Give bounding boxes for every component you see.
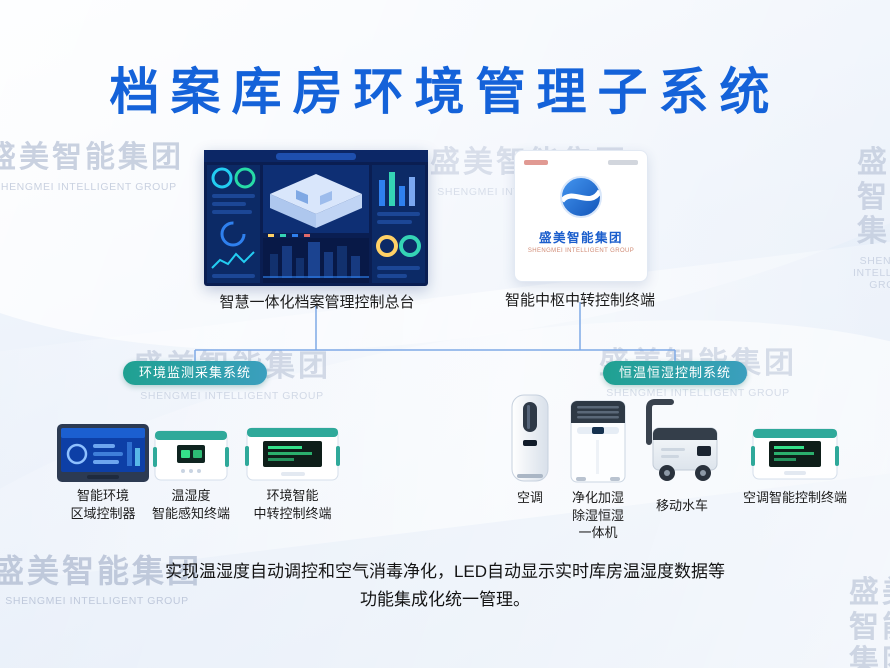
device-air-conditioner xyxy=(511,394,549,487)
device-zone-controller xyxy=(57,424,149,487)
device-env-transfer-terminal xyxy=(245,426,340,487)
footer-description: 实现温湿度自动调控和空气消毒净化，LED自动显示实时库房温湿度数据等 功能集成化… xyxy=(164,562,726,610)
device-ac-control-terminal xyxy=(751,427,839,486)
page-title: 档案库房环境管理子系统 xyxy=(109,64,781,120)
hub-logo-text: 盛美智能集团 xyxy=(538,231,623,245)
console-screenshot xyxy=(204,150,428,286)
device-purifier-humidifier xyxy=(570,400,626,488)
hub-model-mark xyxy=(608,160,638,165)
hub-logo-subtext: SHENGMEI INTELLIGENT GROUP xyxy=(527,248,635,254)
device-label-purifier: 净化加湿 除湿恒湿 一体机 xyxy=(571,490,624,541)
device-label-air-conditioner: 空调 xyxy=(516,490,543,505)
device-mobile-water-cart xyxy=(641,398,723,487)
device-label-temp-humidity: 温湿度 智能感知终端 xyxy=(151,488,230,521)
hub-brand-mark xyxy=(524,160,548,165)
dashboard-image xyxy=(204,150,428,286)
hub-device: 盛美智能集团 SHENGMEI INTELLIGENT GROUP xyxy=(514,150,648,282)
hub-label: 智能中枢中转控制终端 xyxy=(504,292,655,309)
console-label: 智慧一体化档案管理控制总台 xyxy=(219,294,415,311)
device-label-water-cart: 移动水车 xyxy=(655,498,708,513)
device-label-env-transfer: 环境智能 中转控制终端 xyxy=(253,488,332,521)
device-label-ac-terminal: 空调智能控制终端 xyxy=(742,490,847,505)
group-label-env-monitoring: 环境监测采集系统 xyxy=(123,361,267,385)
device-temp-humidity-terminal xyxy=(153,429,229,487)
hub-logo-icon xyxy=(559,176,603,218)
group-label-hvac-control: 恒温恒湿控制系统 xyxy=(603,361,747,385)
